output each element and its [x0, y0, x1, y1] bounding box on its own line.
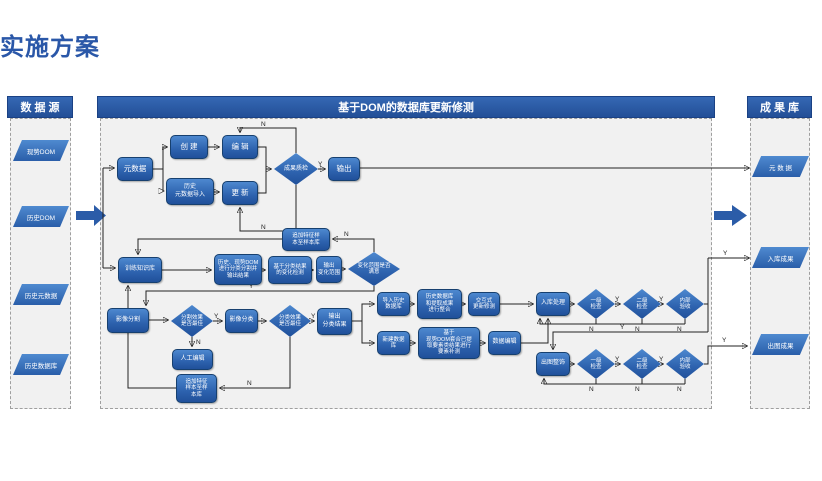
node-output: 输出: [328, 157, 360, 181]
label-no: N: [635, 326, 640, 333]
node-integrate-results: 历史数据库 和提取成果 进行整合: [417, 289, 462, 319]
decision-change-range-label: 变化范围是否 满意: [357, 262, 391, 275]
result-item-storage-results: 入库成果: [752, 247, 809, 268]
decision-quality-check-label: 成果质检: [283, 165, 308, 172]
label-no: N: [247, 380, 252, 387]
label-no: N: [677, 386, 682, 393]
label-no: N: [635, 386, 640, 393]
node-output-classification: 输出 分类结果: [317, 308, 352, 335]
label-no: N: [261, 224, 266, 231]
source-panel-header: 数 据 源: [7, 96, 73, 118]
label-yes: Y: [615, 356, 620, 363]
node-data-edit: 数据编辑: [488, 331, 521, 355]
node-training-knowledge-base: 训练知识库: [118, 257, 162, 283]
decision-level1-check-storage: 一级 检查: [577, 289, 615, 319]
label-no: N: [589, 326, 594, 333]
flow-arrow-process-to-results: [714, 205, 747, 226]
results-panel-header: 成 果 库: [747, 96, 812, 118]
label-yes: Y: [311, 313, 316, 320]
node-dom-classify-segment: 历史、现势DOM 进行分类分割并 输出结果: [214, 254, 262, 285]
source-item-current-dom: 现势DOM: [13, 140, 69, 161]
decision-level1-check-map: 一级 检查: [577, 349, 615, 379]
label-yes: Y: [659, 356, 664, 363]
label-yes: Y: [620, 324, 625, 331]
decision-level2-check-map: 二级 检查: [623, 349, 661, 379]
decision-internal-acceptance-map-label: 内部 验收: [679, 357, 691, 370]
decision-internal-acceptance-map: 内部 验收: [666, 349, 704, 379]
decision-change-range-satisfactory: 变化范围是否 满意: [348, 252, 400, 286]
node-import-history-database: 导入历史 数据库: [377, 292, 410, 316]
label-yes: Y: [722, 337, 727, 344]
node-feature-supplement-survey: 基于 现势DOM套合已提 取要素类结果进行 要素补测: [418, 327, 480, 359]
label-no: N: [677, 326, 682, 333]
page-title: 实施方案: [0, 34, 100, 61]
node-interactive-update: 交互式 更新修测: [468, 292, 500, 316]
label-yes: Y: [318, 161, 323, 168]
node-output-change-range: 输出 变化范围: [316, 256, 342, 283]
label-yes: Y: [214, 313, 219, 320]
node-image-classification: 影像分类: [225, 309, 258, 333]
node-append-sample-bottom: 追加特征 样本至样 本库: [176, 374, 217, 403]
node-metadata: 元数据: [117, 157, 153, 181]
decision-level2-check-storage: 二级 检查: [623, 289, 661, 319]
label-yes: Y: [249, 283, 254, 290]
node-storage-processing: 入库处理: [536, 292, 570, 316]
node-manual-edit: 人工编辑: [172, 349, 213, 370]
decision-level2-check-map-label: 二级 检查: [636, 357, 648, 370]
source-item-history-metadata: 历史元数据: [13, 284, 69, 305]
decision-classification-label: 分类效果 是否最佳: [278, 314, 301, 327]
decision-internal-acceptance-storage: 内部 验收: [666, 289, 704, 319]
label-no: N: [589, 386, 594, 393]
decision-segmentation-label: 分割效果 是否最佳: [180, 314, 203, 327]
flow-arrow-source-to-process: [76, 205, 106, 226]
label-no: N: [344, 231, 349, 238]
node-history-metadata-import: 历史 元数据导入: [166, 178, 214, 205]
label-yes: Y: [615, 296, 620, 303]
decision-level1-check-map-label: 一级 检查: [590, 357, 602, 370]
node-image-segmentation: 影像分割: [107, 308, 149, 333]
decision-quality-check: 成果质检: [274, 153, 318, 185]
node-change-detection: 基于分类结果 的变化检测: [268, 256, 312, 284]
result-item-map-results: 出图成果: [752, 334, 809, 355]
node-append-sample-top: 追加特征样 本至样本库: [282, 228, 330, 251]
node-map-finishing: 出图整饰: [536, 352, 570, 376]
decision-segmentation-optimal: 分割效果 是否最佳: [171, 305, 213, 337]
decision-classification-optimal: 分类效果 是否最佳: [269, 305, 311, 337]
label-yes: Y: [659, 296, 664, 303]
node-edit: 编 辑: [222, 135, 258, 159]
label-yes: Y: [723, 250, 728, 257]
process-panel-header: 基于DOM的数据库更新修测: [97, 96, 715, 118]
node-update: 更 新: [222, 181, 258, 205]
node-new-database: 新建数据 库: [377, 331, 410, 355]
label-no: N: [261, 121, 266, 128]
decision-level1-check-label: 一级 检查: [590, 297, 602, 310]
decision-internal-acceptance-label: 内部 验收: [679, 297, 691, 310]
node-create: 创 建: [170, 135, 208, 159]
label-no: N: [196, 339, 201, 346]
source-item-history-dom: 历史DOM: [13, 206, 69, 227]
result-item-metadata: 元 数 据: [752, 156, 809, 177]
decision-level2-check-label: 二级 检查: [636, 297, 648, 310]
source-item-history-database: 历史数据库: [13, 354, 69, 375]
